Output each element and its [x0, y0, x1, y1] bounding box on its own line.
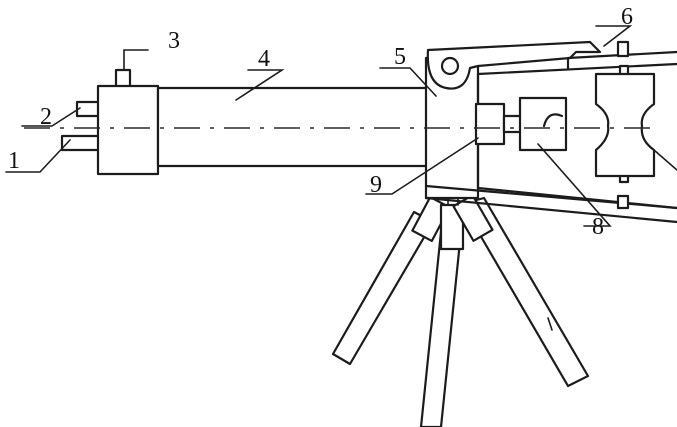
rod-2	[75, 100, 102, 118]
label-4: 4	[258, 46, 270, 72]
label-6: 6	[621, 4, 633, 30]
cylinder-4	[156, 86, 430, 168]
tripod-socket-middle	[439, 203, 465, 251]
hinge	[426, 40, 602, 90]
label-1: 1	[8, 148, 20, 174]
part-labels: 1 2 3 4 5 6 9 8	[8, 4, 633, 240]
hinge-pin	[440, 56, 460, 76]
bolt-6-bottom	[616, 194, 630, 210]
tripod-leg-right	[460, 196, 590, 388]
tick-mark	[547, 317, 553, 331]
leaders	[5, 25, 633, 227]
tripod	[331, 175, 590, 427]
tripod-leg-middle	[419, 220, 464, 427]
label-5: 5	[394, 44, 406, 70]
clamp-edge	[653, 149, 677, 171]
clamp-block	[594, 72, 656, 178]
label-9: 9	[370, 172, 382, 198]
label-8: 8	[592, 214, 604, 240]
jaw-8-notch	[542, 113, 564, 128]
label-3: 3	[168, 28, 180, 54]
bolt-6-top	[616, 40, 630, 58]
jaw-8	[518, 96, 568, 152]
end-block	[96, 68, 160, 176]
end-cap-block	[96, 84, 160, 176]
hinge-lever	[426, 40, 602, 90]
block-9	[474, 102, 506, 146]
label-2: 2	[40, 104, 52, 130]
inlet-rods	[60, 100, 102, 152]
